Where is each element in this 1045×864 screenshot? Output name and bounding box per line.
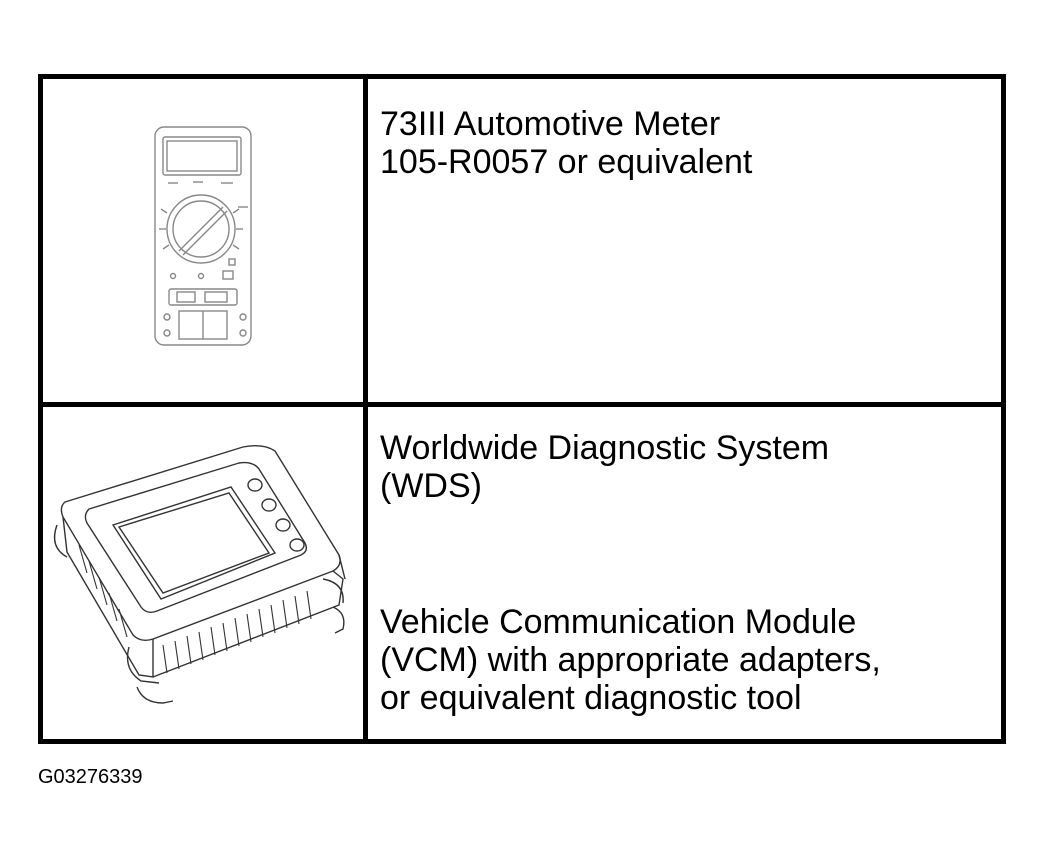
tool-row-wds: Worldwide Diagnostic System (WDS) Vehicl… — [43, 407, 1001, 739]
diagnostic-tablet-illustration — [53, 444, 346, 704]
meter-illustration-cell — [43, 79, 363, 402]
column-divider — [363, 79, 368, 739]
figure-id: G03276339 — [38, 766, 143, 788]
meter-description-cell: 73III Automotive Meter 105-R0057 or equi… — [368, 79, 1001, 402]
vcm-name: Vehicle Communication Module — [380, 603, 857, 641]
meter-name: 73III Automotive Meter — [380, 105, 721, 143]
wds-description-cell: Worldwide Diagnostic System (WDS) Vehicl… — [368, 407, 1001, 739]
vcm-adapters: (VCM) with appropriate adapters, — [380, 641, 881, 679]
wds-illustration-cell — [43, 407, 363, 739]
tool-table: 73III Automotive Meter 105-R0057 or equi… — [38, 74, 1006, 744]
meter-part-number: 105-R0057 or equivalent — [380, 143, 753, 181]
vcm-alternative: or equivalent diagnostic tool — [380, 679, 802, 717]
wds-name: Worldwide Diagnostic System — [380, 429, 830, 467]
multimeter-illustration — [154, 126, 252, 346]
tool-row-meter: 73III Automotive Meter 105-R0057 or equi… — [43, 79, 1001, 402]
row-divider — [43, 402, 1001, 407]
wds-abbreviation: (WDS) — [380, 467, 482, 505]
